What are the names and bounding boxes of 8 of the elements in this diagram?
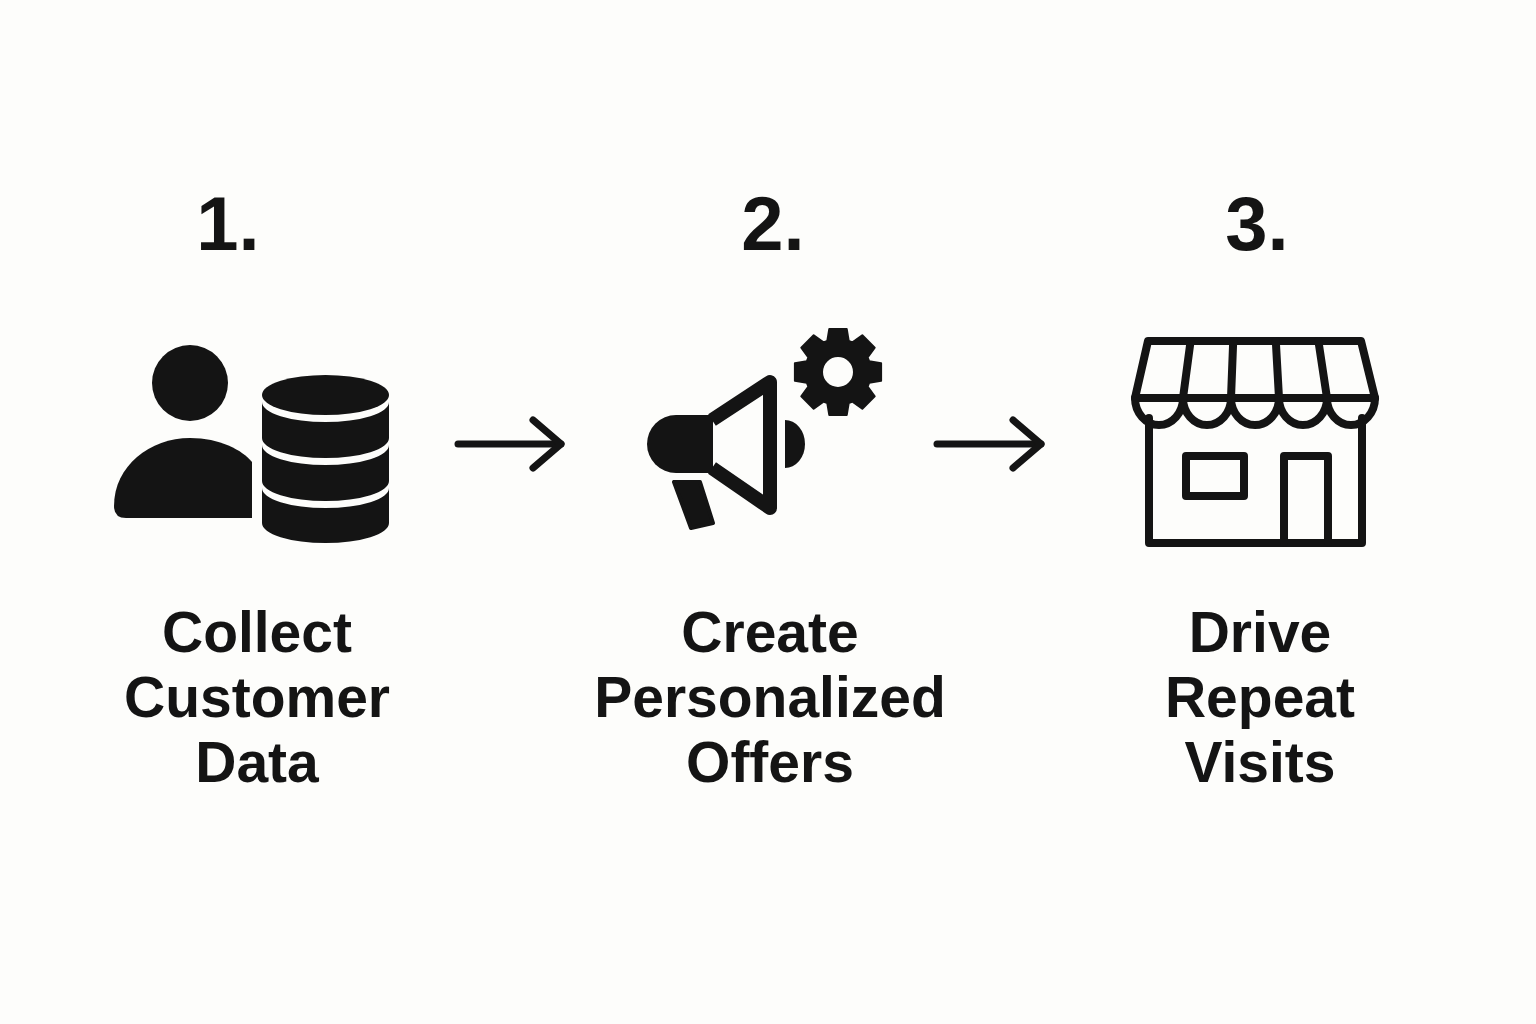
step-title: Collect Customer Data [122,600,391,795]
step-number: 3. [1225,186,1289,262]
arrow [933,416,1045,472]
step-title: Drive Repeat Visits [1163,600,1357,795]
arrow [454,416,565,472]
step-number: 1. [196,186,260,262]
step-title: Create Personalized Offers [593,600,947,795]
step-number: 2. [741,186,805,262]
